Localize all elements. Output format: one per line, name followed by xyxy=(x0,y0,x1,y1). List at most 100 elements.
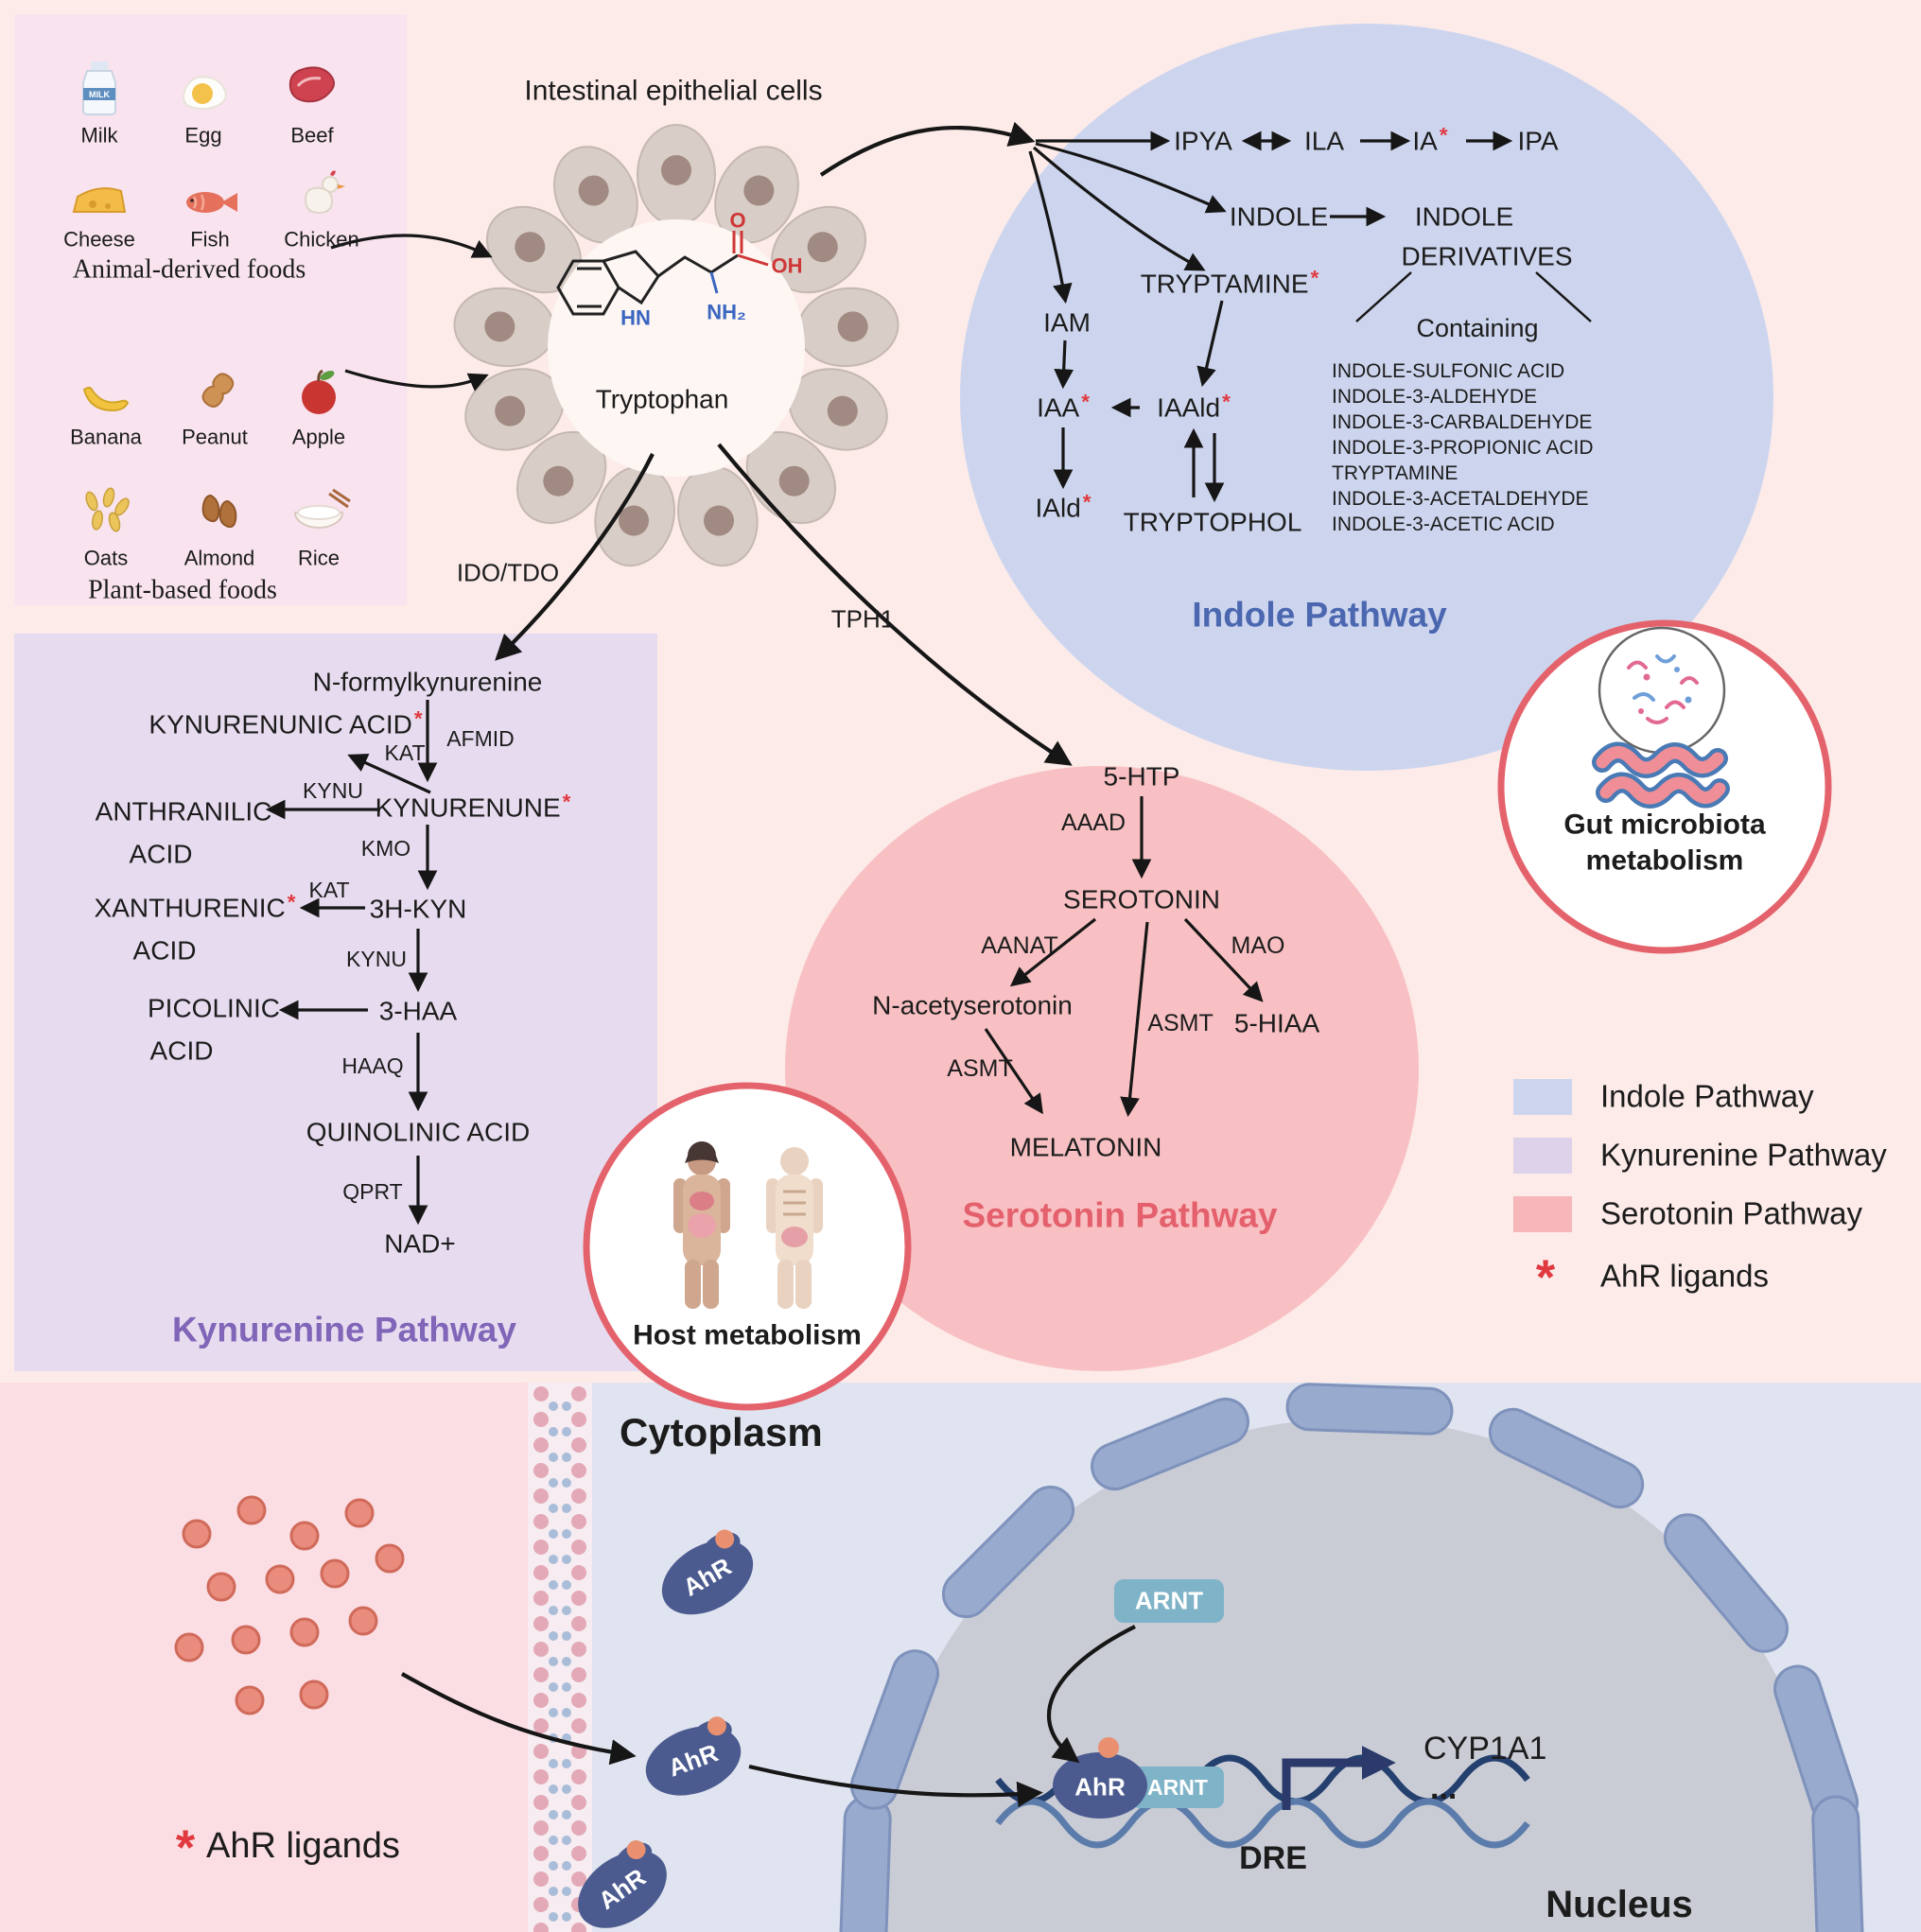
node-picolinic-2: ACID xyxy=(150,1036,214,1064)
node-iald: IAld* xyxy=(1035,491,1091,523)
bottom-section xyxy=(0,1383,1921,1932)
containing-item-4-text: TRYPTAMINE xyxy=(1332,461,1458,484)
indole-pathway-area xyxy=(960,24,1773,771)
node-ipa: IPA xyxy=(1517,127,1558,154)
plant-foods-title-text: Plant-based foods xyxy=(88,575,277,605)
intestinal-cells-title: Intestinal epithelial cells xyxy=(524,76,822,106)
food-label-peanut-text: Peanut xyxy=(182,425,248,449)
milk-carton-text: MILK xyxy=(89,90,110,99)
node-serotonin-text: SEROTONIN xyxy=(1063,884,1220,914)
enzyme-haaq-text: HAAQ xyxy=(341,1053,404,1078)
milk-icon: MILK xyxy=(82,61,116,115)
node-iald-ahr-star: * xyxy=(1082,490,1091,514)
bacteria-icons xyxy=(1627,654,1699,724)
food-label-oats-text: Oats xyxy=(83,546,129,570)
node-iam-text: IAM xyxy=(1043,307,1091,338)
containing-item-0: INDOLE-SULFONIC ACID xyxy=(1332,359,1565,382)
node-5-htp-text: 5-HTP xyxy=(1103,761,1180,792)
gut-microbiota-label-1: Gut microbiota xyxy=(1563,809,1765,840)
enzyme-mao-text: MAO xyxy=(1231,931,1285,959)
atom-o-text: O xyxy=(729,208,746,233)
containing-item-4: TRYPTAMINE xyxy=(1332,461,1458,484)
indole-pathway-title: Indole Pathway xyxy=(1192,597,1446,635)
animal-foods-title: Animal-derived foods xyxy=(73,255,306,283)
node-anthranilic-1-text: ANTHRANILIC xyxy=(95,796,272,827)
node-kynurenune: KYNURENUNE* xyxy=(375,791,571,823)
node-indole-derivatives-2-text: DERIVATIVES xyxy=(1401,241,1573,271)
node-3-haa: 3-HAA xyxy=(379,997,457,1024)
oats-icon xyxy=(85,487,130,532)
node-xanthurenic-1-text: XANTHURENIC xyxy=(94,893,286,923)
food-label-oats: Oats xyxy=(84,547,128,568)
containing-item-0-text: INDOLE-SULFONIC ACID xyxy=(1332,359,1565,382)
node-indole-derivatives-2: DERIVATIVES xyxy=(1401,242,1572,270)
node-melatonin-text: MELATONIN xyxy=(1009,1132,1162,1162)
arrow-animal-foods-to-cell xyxy=(330,234,493,258)
ahr-ligands-star-bottom: * xyxy=(176,1822,195,1875)
peanut-icon xyxy=(201,373,235,408)
node-kynurenunic-acid: KYNURENUNIC ACID* xyxy=(148,707,422,740)
node-kynurenune-text: KYNURENUNE xyxy=(375,792,561,823)
legend-swatch-kynurenine xyxy=(1513,1138,1572,1174)
cyp1a1-label-text: CYP1A1 xyxy=(1423,1731,1547,1767)
node-anthranilic-2: ACID xyxy=(130,840,193,867)
food-label-cheese: Cheese xyxy=(63,228,135,250)
tryptophan-label-text: Tryptophan xyxy=(595,384,729,414)
node-n-acetyserotonin-text: N-acetyserotonin xyxy=(872,990,1073,1020)
legend-ahr-star-text: * xyxy=(1535,1250,1556,1306)
ahr-complex-label-text: AhR xyxy=(1074,1772,1126,1801)
food-label-banana: Banana xyxy=(70,426,142,447)
node-quinolinic-acid-text: QUINOLINIC ACID xyxy=(306,1117,531,1147)
enzyme-aaad-text: AAAD xyxy=(1060,809,1126,836)
atom-oh-text: OH xyxy=(771,253,803,278)
transcription-arrow xyxy=(1282,1746,1396,1810)
enzyme-tph1: TPH1 xyxy=(831,606,894,632)
node-iaald-text: IAAld xyxy=(1157,392,1221,423)
node-kynurenunic-acid-text: KYNURENUNIC ACID xyxy=(148,709,412,740)
containing-item-5: INDOLE-3-ACETALDEHYDE xyxy=(1332,487,1589,510)
nucleus-label: Nucleus xyxy=(1546,1885,1693,1924)
legend-swatch-indole xyxy=(1513,1079,1572,1115)
banana-icon xyxy=(82,387,130,412)
epithelial-cells xyxy=(453,124,899,567)
enzyme-asmt-2-text: ASMT xyxy=(947,1054,1013,1082)
arnt-complex-label-text: ARNT xyxy=(1147,1774,1208,1800)
enzyme-kmo-text: KMO xyxy=(360,835,411,861)
node-iaa-text: IAA xyxy=(1037,392,1080,423)
arrow-cell-to-indole xyxy=(819,121,1036,177)
food-label-fish: Fish xyxy=(190,228,230,250)
food-label-chicken: Chicken xyxy=(284,228,358,250)
ellipsis-label-text: ... xyxy=(1430,1770,1458,1807)
ellipsis-label: ... xyxy=(1430,1770,1458,1807)
node-3h-kyn: 3H-KYN xyxy=(370,895,467,922)
enzyme-asmt-1: ASMT xyxy=(1147,1011,1213,1036)
fish-icon xyxy=(186,192,237,213)
ahr-complex-label: AhR xyxy=(1074,1774,1125,1800)
node-nad: NAD+ xyxy=(384,1229,455,1257)
legend-ahr-label: AhR ligands xyxy=(1600,1260,1769,1294)
enzyme-kynu-1: KYNU xyxy=(303,779,363,802)
node-iam: IAM xyxy=(1043,308,1091,336)
ahr-blob-1-label-text: AhR xyxy=(678,1552,737,1602)
containing-item-6: INDOLE-3-ACETIC ACID xyxy=(1332,513,1555,535)
node-iald-text: IAld xyxy=(1035,493,1081,523)
kynurenine-pathway-title: Kynurenine Pathway xyxy=(172,1312,516,1349)
enzyme-aanat-text: AANAT xyxy=(981,931,1058,959)
node-kynurenunic-acid-ahr-star: * xyxy=(413,706,423,731)
node-anthranilic-2-text: ACID xyxy=(129,839,193,869)
enzyme-kat-1: KAT xyxy=(384,741,425,764)
egg-icon xyxy=(183,76,227,111)
node-n-acetyserotonin: N-acetyserotonin xyxy=(872,991,1073,1018)
food-label-almond-text: Almond xyxy=(183,546,255,570)
atom-hn-text: HN xyxy=(620,305,651,330)
arrows xyxy=(265,121,1592,1808)
node-tryptophol-text: TRYPTOPHOL xyxy=(1123,507,1302,537)
node-picolinic-1: PICOLINIC xyxy=(148,994,280,1021)
containing-item-5-text: INDOLE-3-ACETALDEHYDE xyxy=(1332,487,1589,510)
node-tryptamine: TRYPTAMINE* xyxy=(1141,267,1319,297)
enzyme-qprt-text: QPRT xyxy=(342,1178,403,1204)
enzyme-ido-tdo: IDO/TDO xyxy=(457,560,559,585)
node-n-formylkynurenine-text: N-formylkynurenine xyxy=(312,667,543,697)
containing-item-2-text: INDOLE-3-CARBALDEHYDE xyxy=(1332,410,1593,433)
